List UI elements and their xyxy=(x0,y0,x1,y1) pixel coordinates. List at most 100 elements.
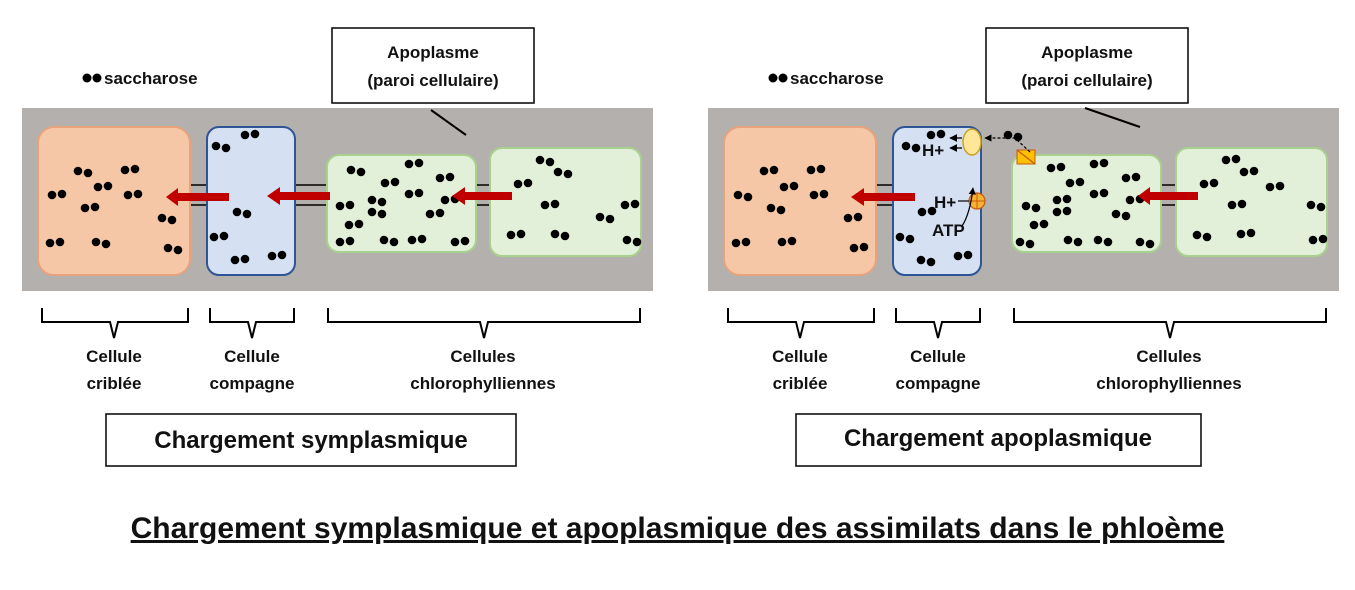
apoplasm-label: Apoplasme xyxy=(1041,43,1133,62)
chlorophyll-cell-1 xyxy=(1011,154,1162,253)
sucrose-dot xyxy=(506,230,516,240)
sucrose-dot xyxy=(1318,234,1328,244)
sucrose-dot xyxy=(769,165,779,175)
apoplastic-panel: H+ H+ ATP saccharose Apoplasme (paroi ce… xyxy=(708,27,1339,467)
companion-cell-label: Cellule xyxy=(224,347,280,366)
sucrose-dot xyxy=(905,234,915,244)
sieve-cell-sublabel: criblée xyxy=(87,374,142,393)
sucrose-dot xyxy=(1089,159,1099,169)
sucrose-dot xyxy=(130,164,140,174)
sucrose-dot xyxy=(1111,209,1121,219)
sucrose-dot xyxy=(335,201,345,211)
sucrose-dot xyxy=(57,189,67,199)
sucrose-dot xyxy=(91,237,101,247)
sucrose-dot xyxy=(733,190,743,200)
sucrose-dot xyxy=(242,209,252,219)
sucrose-dot xyxy=(766,203,776,213)
sucrose-dot xyxy=(1246,228,1256,238)
sucrose-dot xyxy=(1265,182,1275,192)
sucrose-dot xyxy=(550,199,560,209)
sucrose-dot xyxy=(731,238,741,248)
braces xyxy=(727,308,1327,339)
sucrose-dot xyxy=(926,130,936,140)
sucrose-dot xyxy=(1063,235,1073,245)
sucrose-dot xyxy=(1125,195,1135,205)
sucrose-dot xyxy=(123,190,133,200)
sucrose-dot xyxy=(553,167,563,177)
sucrose-dot xyxy=(630,199,640,209)
sucrose-dot xyxy=(103,181,113,191)
panel-title-box xyxy=(105,413,517,467)
flow-arrows xyxy=(166,187,512,206)
sucrose-dot xyxy=(1003,130,1013,140)
sucrose-dot xyxy=(377,209,387,219)
sucrose-dot xyxy=(1209,178,1219,188)
membrane-transport: H+ H+ ATP xyxy=(922,128,1036,240)
efflux-path xyxy=(984,134,1031,153)
sucrose-dot xyxy=(1236,229,1246,239)
sucrose-dot xyxy=(440,195,450,205)
apoplasm-sublabel: (paroi cellulaire) xyxy=(367,71,498,90)
sucrose-dot xyxy=(1135,237,1145,247)
red-arrow-left-icon xyxy=(851,188,915,206)
sucrose-dot xyxy=(173,245,183,255)
sucrose-dot xyxy=(741,237,751,247)
sucrose-dots xyxy=(45,129,642,265)
sucrose-dot xyxy=(414,188,424,198)
chlorophyll-cell-2 xyxy=(489,147,642,257)
sieve-cell xyxy=(37,126,191,276)
sucrose-dot xyxy=(1199,179,1209,189)
sucrose-dot xyxy=(445,172,455,182)
sucrose-dot xyxy=(1025,239,1035,249)
sucrose-dot xyxy=(632,237,642,247)
sucrose-dot xyxy=(163,243,173,253)
sucrose-dot xyxy=(390,177,400,187)
chloro-cells-label: Cellules xyxy=(450,347,515,366)
sucrose-dot xyxy=(1021,201,1031,211)
sucrose-dot xyxy=(460,236,470,246)
sucrose-dot xyxy=(209,232,219,242)
sucrose-dot xyxy=(1237,199,1247,209)
sucrose-dot xyxy=(917,207,927,217)
sucrose-dot xyxy=(789,181,799,191)
sucrose-dot xyxy=(545,157,555,167)
sucrose-dot xyxy=(377,197,387,207)
sucrose-dot xyxy=(73,166,83,176)
sucrose-dot xyxy=(819,189,829,199)
sucrose-dot xyxy=(1073,237,1083,247)
sucrose-dot xyxy=(380,178,390,188)
sucrose-dot xyxy=(927,206,937,216)
sucrose-dot xyxy=(1121,211,1131,221)
sucrose-dot xyxy=(240,254,250,264)
sieve-cell-label: Cellule xyxy=(772,347,828,366)
sucrose-dot xyxy=(1249,166,1259,176)
sucrose-dot xyxy=(1089,189,1099,199)
sucrose-dot xyxy=(345,200,355,210)
apoplasm-sublabel: (paroi cellulaire) xyxy=(1021,71,1152,90)
sucrose-dot xyxy=(1131,172,1141,182)
sucrose-dot xyxy=(414,158,424,168)
sucrose-dot xyxy=(1015,237,1025,247)
apoplasm-label: Apoplasme xyxy=(387,43,479,62)
sucrose-dot xyxy=(777,237,787,247)
sucrose-dot xyxy=(1065,178,1075,188)
atp-label: ATP xyxy=(932,221,965,240)
sucrose-dot xyxy=(911,143,921,153)
sucrose-dot xyxy=(404,189,414,199)
sucrose-dot xyxy=(853,212,863,222)
sucrose-dot xyxy=(354,219,364,229)
sucrose-dot xyxy=(1075,177,1085,187)
sucrose-dot xyxy=(93,182,103,192)
figure-title: Chargement symplasmique et apoplasmique … xyxy=(130,512,1225,545)
black-dot-pair-icon xyxy=(82,73,92,83)
companion-cell-sublabel: compagne xyxy=(895,374,980,393)
sucrose-dot xyxy=(1099,188,1109,198)
sucrose-dot xyxy=(167,215,177,225)
sucrose-dot xyxy=(356,167,366,177)
sucrose-dot xyxy=(1221,155,1231,165)
sucrose-dot xyxy=(250,129,260,139)
sucrose-dot xyxy=(513,179,523,189)
legend-label: saccharose xyxy=(104,69,198,88)
sucrose-dot xyxy=(1056,162,1066,172)
red-arrow-left-icon xyxy=(166,188,229,206)
